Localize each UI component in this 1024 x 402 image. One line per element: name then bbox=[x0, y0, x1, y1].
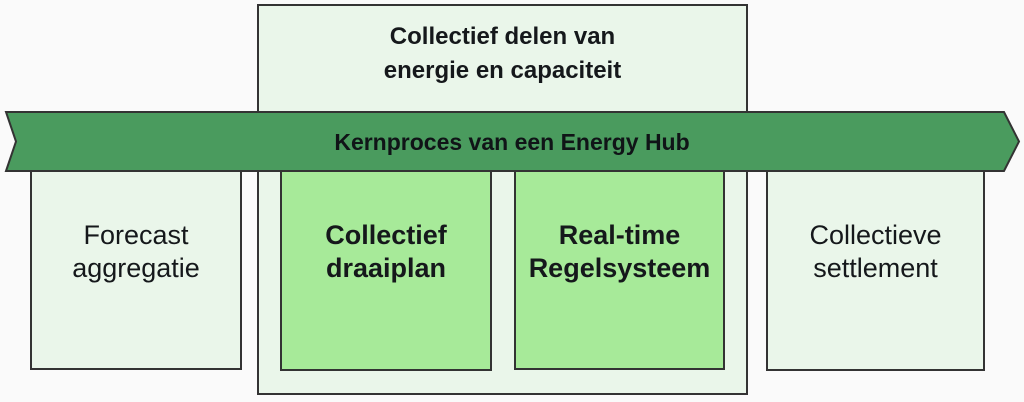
collectief-draaiplan-line2: draaiplan bbox=[325, 253, 447, 283]
forecast-aggregatie-box: Forecast aggregatie bbox=[30, 155, 242, 370]
collectieve-settlement-label: Collectieve settlement bbox=[768, 157, 983, 285]
collectieve-settlement-line1: Collectieve bbox=[809, 220, 942, 250]
collectief-draaiplan-box: Collectief draaiplan bbox=[280, 155, 492, 371]
collectief-delen-title-line1: Collectief delen van bbox=[389, 23, 616, 50]
collectief-draaiplan-label: Collectief draaiplan bbox=[282, 157, 490, 285]
realtime-regelsysteem-label: Real-time Regelsysteem bbox=[516, 157, 723, 285]
collectief-delen-title-line2: energie en capaciteit bbox=[383, 57, 622, 84]
collectief-delen-title: Collectief delen van energie en capacite… bbox=[257, 20, 748, 88]
forecast-aggregatie-line1: Forecast bbox=[83, 220, 189, 250]
forecast-aggregatie-line2: aggregatie bbox=[72, 253, 200, 283]
kernproces-banner-label: Kernproces van een Energy Hub bbox=[334, 129, 690, 155]
collectieve-settlement-line2: settlement bbox=[813, 253, 938, 283]
collectief-draaiplan-line1: Collectief bbox=[325, 220, 447, 250]
forecast-aggregatie-label: Forecast aggregatie bbox=[32, 157, 240, 285]
realtime-regelsysteem-box: Real-time Regelsysteem bbox=[514, 155, 725, 370]
realtime-regelsysteem-line2: Regelsysteem bbox=[528, 253, 711, 283]
realtime-regelsysteem-line1: Real-time bbox=[558, 220, 681, 250]
collectieve-settlement-box: Collectieve settlement bbox=[766, 155, 985, 371]
